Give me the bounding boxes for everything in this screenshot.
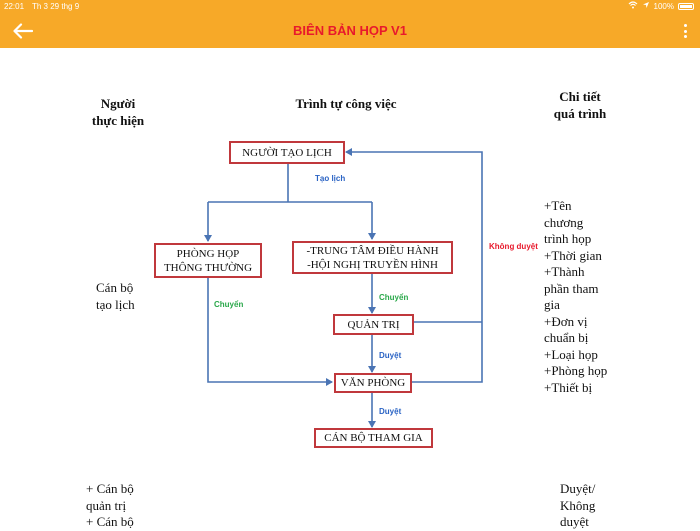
flow-label-reject: Không duyệt: [489, 242, 538, 251]
battery-icon: [678, 2, 694, 10]
flow-box-attendee: CÁN BỘ THAM GIA: [314, 428, 433, 448]
performer-row-1: Cán bộ tạo lịch: [96, 280, 135, 312]
flow-box-creator: NGƯỜI TẠO LỊCH: [229, 141, 345, 164]
flow-box-normal-room: PHÒNG HỌP THÔNG THƯỜNG: [154, 243, 262, 278]
flow-box-office: VĂN PHÒNG: [334, 373, 412, 393]
app-bar: BIÊN BẢN HỌP V1: [0, 14, 700, 48]
location-arrow-icon: [642, 1, 650, 11]
status-bar: 22:01 Th 3 29 thg 9 100%: [0, 0, 700, 14]
status-time: 22:01: [4, 2, 25, 11]
page-title: BIÊN BẢN HỌP V1: [293, 23, 407, 38]
status-icons: 100%: [628, 1, 694, 11]
flow-box-admin: QUẢN TRỊ: [333, 314, 414, 335]
arrow-left-icon: [13, 23, 33, 39]
status-date: Th 3 29 thg 9: [32, 2, 80, 11]
more-menu-button[interactable]: [678, 22, 692, 40]
flow-label-approve-2: Duyệt: [379, 407, 402, 416]
details-row-1: +Tên chương trình họp +Thời gian +Thành …: [544, 198, 608, 395]
flow-label-transfer-right: Chuyển: [379, 293, 409, 302]
column-header-performer: Người thực hiện: [91, 96, 145, 128]
flow-box-control-center: -TRUNG TÂM ĐIỀU HÀNH -HỘI NGHỊ TRUYỀN HÌ…: [292, 241, 453, 274]
back-button[interactable]: [10, 18, 36, 44]
column-header-details: Chi tiết quá trình: [553, 89, 607, 121]
flow-label-transfer-left: Chuyển: [214, 300, 244, 309]
flow-label-create: Tạo lịch: [315, 174, 346, 183]
battery-percent: 100%: [653, 1, 674, 11]
flow-label-approve-1: Duyệt: [379, 351, 402, 360]
wifi-icon: [628, 1, 638, 11]
column-header-workflow: Trình tự công việc: [295, 96, 397, 111]
more-vertical-icon: [683, 24, 687, 27]
